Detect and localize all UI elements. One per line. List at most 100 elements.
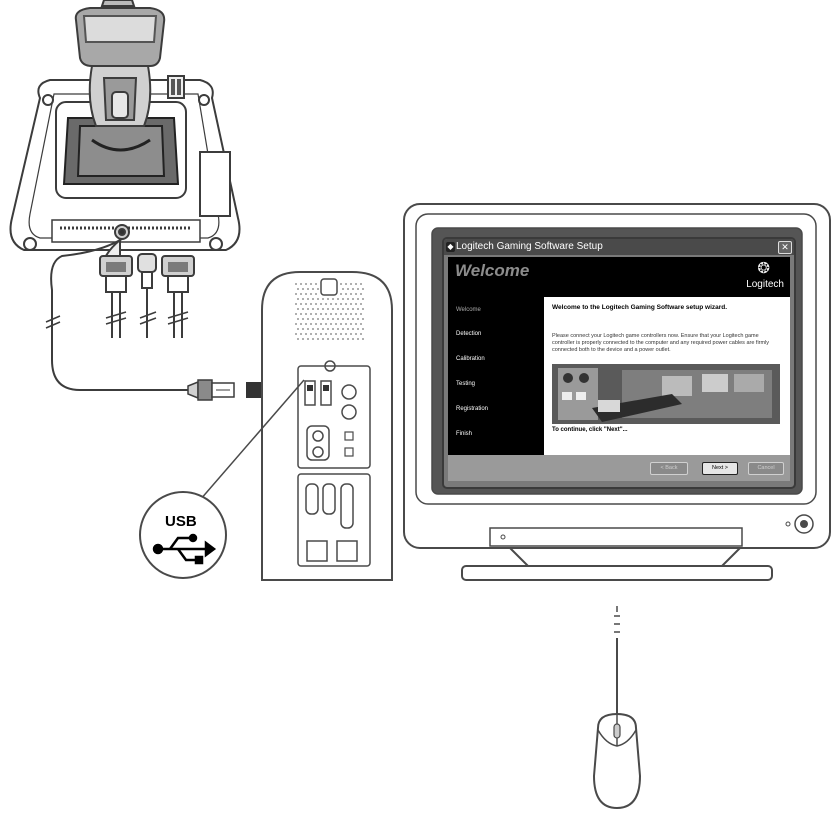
vent-hole [315, 313, 317, 315]
vent-hole [347, 328, 349, 330]
vent-hole [295, 313, 297, 315]
vent-hole [302, 288, 304, 290]
vent-hole [307, 308, 309, 310]
vent-hole [360, 333, 362, 335]
vent-hole [322, 308, 324, 310]
step-registration: Registration [456, 406, 489, 412]
vent-hole [327, 298, 329, 300]
vent-hole [300, 293, 302, 295]
vent-hole [332, 318, 334, 320]
vent-hole [352, 328, 354, 330]
joystick [9, 0, 241, 391]
vent-hole [310, 313, 312, 315]
vent-hole [350, 293, 352, 295]
vent-hole [325, 303, 327, 305]
vent-hole [310, 283, 312, 285]
close-button[interactable]: ✕ [778, 241, 792, 254]
vent-hole [295, 333, 297, 335]
vent-hole [312, 338, 314, 340]
vent-hole [347, 308, 349, 310]
vent-hole [305, 313, 307, 315]
wizard-content: Welcome to the Logitech Gaming Software … [544, 297, 790, 455]
vent-hole [327, 318, 329, 320]
vent-hole [357, 328, 359, 330]
vent-hole [352, 308, 354, 310]
page-title: Welcome [455, 261, 530, 280]
vent-hole [315, 303, 317, 305]
mouse [592, 606, 642, 810]
vent-hole [357, 308, 359, 310]
vent-hole [297, 288, 299, 290]
vent-hole [352, 288, 354, 290]
vent-hole [297, 308, 299, 310]
vent-hole [345, 303, 347, 305]
pc-tower [199, 271, 393, 581]
dialog-titlebar[interactable]: ◆ Logitech Gaming Software Setup ✕ [444, 239, 794, 255]
vent-hole [315, 333, 317, 335]
vent-hole [342, 288, 344, 290]
vent-hole [322, 328, 324, 330]
logo-text: Logitech [746, 279, 784, 290]
step-calibration: Calibration [456, 356, 485, 362]
vent-hole [307, 338, 309, 340]
vent-hole [312, 308, 314, 310]
vent-hole [300, 323, 302, 325]
vent-hole [317, 288, 319, 290]
vent-hole [337, 308, 339, 310]
wizard-footer: < Back Next > Cancel [448, 455, 790, 481]
vent-hole [342, 298, 344, 300]
vent-hole [357, 298, 359, 300]
vent-hole [305, 333, 307, 335]
vent-hole [312, 298, 314, 300]
usb-plug [187, 379, 235, 401]
vent-hole [295, 323, 297, 325]
vent-hole [332, 298, 334, 300]
vent-hole [332, 338, 334, 340]
vent-hole [362, 318, 364, 320]
vent-hole [360, 283, 362, 285]
step-welcome: Welcome [456, 307, 481, 313]
vent-hole [330, 313, 332, 315]
vent-hole [335, 303, 337, 305]
vent-hole [355, 303, 357, 305]
vent-hole [315, 283, 317, 285]
vent-hole [337, 298, 339, 300]
vent-hole [350, 323, 352, 325]
content-footer: To continue, click "Next"... [552, 427, 628, 433]
vent-hole [342, 328, 344, 330]
vent-hole [325, 323, 327, 325]
vent-hole [295, 283, 297, 285]
vent-hole [317, 338, 319, 340]
vent-hole [317, 318, 319, 320]
step-finish: Finish [456, 431, 473, 437]
vent-hole [362, 328, 364, 330]
vent-hole [327, 308, 329, 310]
vent-hole [345, 323, 347, 325]
vent-hole [320, 333, 322, 335]
next-button[interactable]: Next > [702, 462, 738, 475]
vent-hole [350, 283, 352, 285]
wizard-steps: Welcome Detection Calibration Testing Re… [448, 297, 544, 455]
vent-hole [297, 298, 299, 300]
vent-hole [340, 333, 342, 335]
vent-hole [295, 293, 297, 295]
vent-hole [297, 328, 299, 330]
vent-hole [305, 293, 307, 295]
vent-hole [340, 293, 342, 295]
vent-hole [310, 333, 312, 335]
back-button[interactable]: < Back [650, 462, 688, 475]
vent-hole [300, 313, 302, 315]
vent-hole [350, 303, 352, 305]
vent-hole [300, 283, 302, 285]
vent-hole [300, 333, 302, 335]
vent-hole [312, 328, 314, 330]
vent-hole [360, 313, 362, 315]
vent-hole [342, 338, 344, 340]
vent-hole [350, 313, 352, 315]
vent-hole [307, 298, 309, 300]
usb-callout [139, 491, 227, 579]
cancel-button[interactable]: Cancel [748, 462, 784, 475]
vent-hole [357, 338, 359, 340]
vent-hole [357, 288, 359, 290]
vent-hole [330, 303, 332, 305]
